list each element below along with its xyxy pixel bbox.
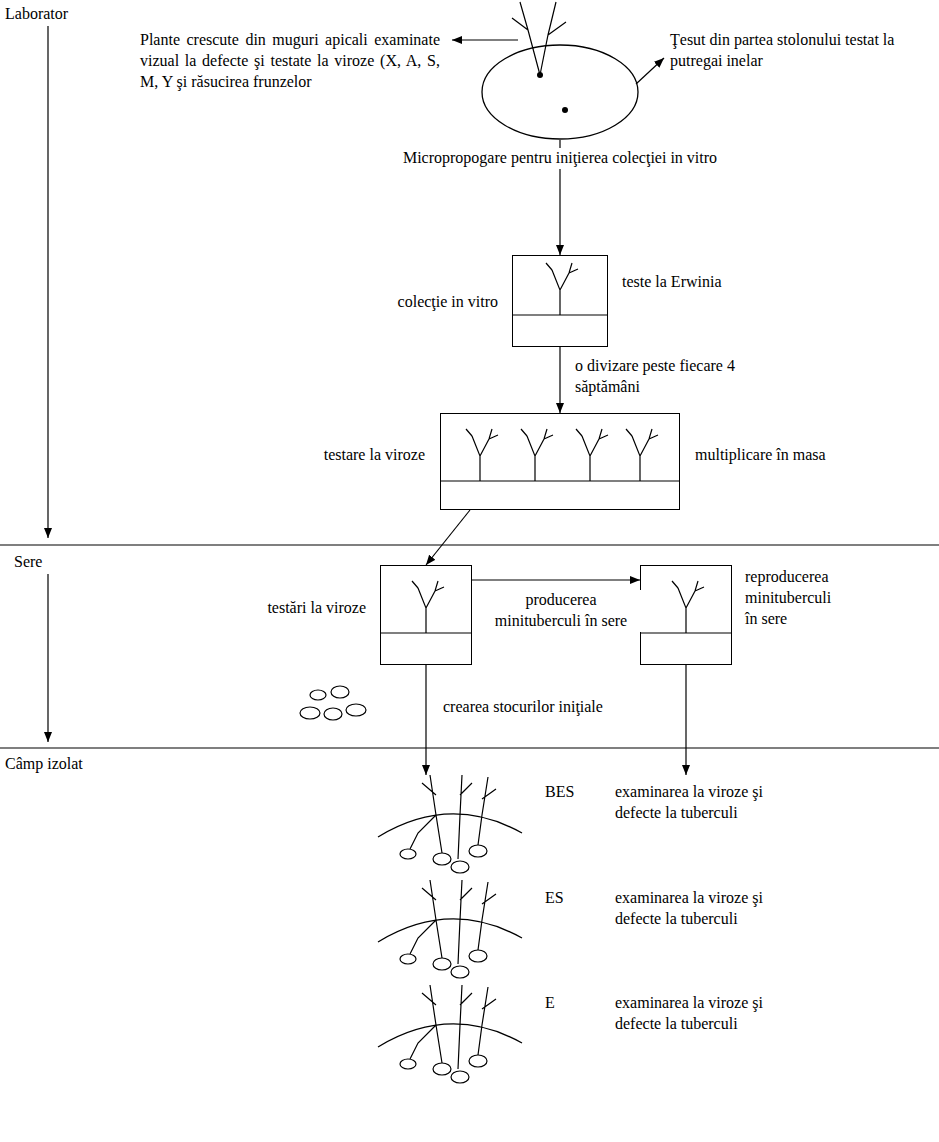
node-text: examinarea la viroze şi defecte la tuber… [615, 993, 790, 1035]
plantlet [576, 429, 608, 481]
tuber-outline [482, 45, 638, 139]
edge-label: producerea minituberculi în sere [480, 590, 642, 632]
flow-arrow [425, 665, 426, 775]
stage-arrow [47, 574, 48, 742]
leader-arrow [452, 39, 518, 40]
field-generation: BES examinarea la viroze şi defecte la tu… [370, 775, 830, 875]
edge-label: crearea stocurilor iniţiale [440, 697, 606, 718]
flow-arrow [472, 579, 640, 580]
plantlet [546, 263, 578, 315]
node-text: Plante crescute din muguri apicali exami… [140, 30, 440, 92]
flow-arrow [559, 347, 560, 413]
culture-box: testări la viroze [380, 565, 472, 665]
tuber [469, 1055, 487, 1067]
tuber [400, 849, 416, 859]
plantlet [466, 429, 498, 481]
medium-line [440, 480, 680, 481]
in-vitro-drawing [512, 255, 608, 347]
node-text: colecţie in vitro [398, 292, 498, 313]
plant-stems [410, 775, 496, 859]
node-text: examinarea la viroze şi defecte la tuber… [615, 888, 790, 930]
node-text: examinarea la viroze şi defecte la tuber… [615, 782, 790, 824]
node-text: Ţesut din partea stolonului testat la pu… [670, 30, 925, 72]
node-text: multiplicare în masa [695, 445, 826, 466]
bud-dot [562, 107, 568, 113]
tuber [451, 861, 469, 873]
tuber [433, 1063, 451, 1075]
tuber [469, 845, 487, 857]
tuber [433, 958, 451, 970]
tuber-drawing [470, 0, 650, 140]
plant-drawing [380, 565, 472, 665]
tuber [451, 966, 469, 978]
tuber [451, 1071, 469, 1083]
culture-box: testare la virozemultiplicare în masa [440, 413, 680, 510]
medium-line [380, 632, 472, 633]
node-text: ES [545, 888, 564, 909]
node-text: reproducerea minituberculi în sere [745, 567, 845, 629]
culture-box: colecţie in vitroteste la Erwinia [512, 255, 608, 347]
tuber [400, 1059, 416, 1069]
field-generation: Eexaminarea la viroze şi defecte la tube… [370, 985, 830, 1090]
plant-stems [410, 880, 496, 964]
in-vitro-drawing [440, 413, 680, 510]
tuber [433, 853, 451, 865]
minituber-group [300, 686, 366, 720]
leader-arrow [636, 58, 664, 84]
medium-line [640, 632, 732, 633]
tuber [469, 950, 487, 962]
minituber [331, 686, 349, 698]
flow-arrow [685, 665, 686, 775]
plantlet [412, 581, 444, 633]
minituber [346, 704, 366, 716]
soil-mound [378, 919, 522, 942]
node-text: teste la Erwinia [622, 272, 722, 293]
soil-mound [378, 814, 522, 837]
plant-stems [410, 985, 496, 1069]
plantlet [626, 429, 658, 481]
flow-arrow [426, 510, 470, 565]
minituber [310, 690, 326, 700]
soil-mound [378, 1024, 522, 1047]
node-text: testare la viroze [324, 445, 425, 466]
plantlet [672, 581, 704, 633]
minituber [324, 708, 342, 720]
medium-line [512, 314, 608, 315]
node-text: BES [545, 782, 574, 803]
sprout [512, 2, 566, 75]
node-text: testări la viroze [267, 598, 366, 619]
section-label: Laborator [5, 4, 68, 25]
tuber [400, 954, 416, 964]
node-text: E [545, 993, 555, 1014]
edge-label: Micropropogare pentru iniţierea colecţie… [400, 148, 720, 169]
plantlet [521, 429, 553, 481]
section-label: Câmp izolat [5, 754, 83, 775]
divider-line [0, 544, 939, 545]
tuber-illustration: Plante crescute din muguri apicali exami… [470, 0, 650, 140]
section-label: Sere [14, 552, 42, 573]
edge-label: o divizare peste fiecare 4 săptămâni [572, 356, 753, 398]
stage-arrow [47, 26, 48, 538]
field-generation: ES examinarea la viroze şi defecte la tub… [370, 880, 830, 980]
culture-box: reproducerea minituberculi în sere [640, 565, 732, 665]
plant-drawing [640, 565, 732, 665]
divider-line [0, 747, 939, 748]
minituber [300, 707, 320, 719]
